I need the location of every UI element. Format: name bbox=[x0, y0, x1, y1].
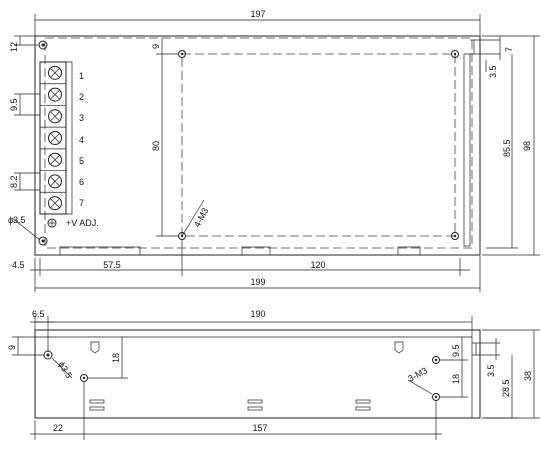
dim-197: 197 bbox=[250, 9, 265, 19]
dim-28-5: 28.5 bbox=[501, 379, 511, 397]
dim-190: 190 bbox=[250, 309, 265, 319]
dim-4-5: 4.5 bbox=[12, 260, 25, 270]
terminal-screw-4-icon bbox=[40, 126, 66, 145]
hole-top-left-icon bbox=[38, 40, 48, 50]
tab-left bbox=[90, 341, 100, 354]
dim-9-top: 9 bbox=[151, 44, 161, 49]
hole-bottom-left-icon bbox=[38, 236, 48, 246]
dim-8-2: 8.2 bbox=[9, 175, 19, 188]
tab-right bbox=[394, 341, 404, 354]
dim-9-5-side: 9.5 bbox=[451, 344, 461, 357]
side-view: 6.5 190 9 ϕ3.5 18 9.5 18 3-M3 3.5 28.5 3… bbox=[7, 309, 540, 440]
dim-157: 157 bbox=[252, 423, 267, 433]
dim-18-left: 18 bbox=[111, 353, 121, 363]
side-rail bbox=[463, 53, 471, 247]
side-slot bbox=[472, 342, 484, 356]
dim-85-5: 85.5 bbox=[502, 139, 512, 157]
bottom-bump-3 bbox=[397, 246, 421, 255]
dim-9-5: 9.5 bbox=[9, 98, 19, 111]
adj-pot-icon bbox=[47, 218, 57, 228]
terminal-label-6: 6 bbox=[79, 177, 84, 187]
dim-199: 199 bbox=[250, 277, 265, 287]
dim-3-5-top: 3.5 bbox=[488, 65, 498, 78]
dim-38: 38 bbox=[523, 371, 533, 381]
side-thread-2-icon bbox=[432, 356, 440, 364]
top-body-outline bbox=[34, 35, 481, 256]
dim-3-m3: 3-M3 bbox=[406, 365, 429, 383]
mount-hole-4-icon bbox=[451, 232, 459, 240]
terminal-label-3: 3 bbox=[79, 113, 84, 123]
terminal-label-4: 4 bbox=[79, 135, 84, 145]
slot-top bbox=[470, 39, 482, 55]
dim-7: 7 bbox=[504, 47, 514, 52]
dim-4-m3: 4-M3 bbox=[192, 206, 210, 229]
bottom-bump-2 bbox=[241, 246, 271, 255]
dim-9-side: 9 bbox=[7, 345, 17, 350]
terminal-screw-7-icon bbox=[40, 191, 66, 211]
dim-6-5: 6.5 bbox=[32, 309, 45, 319]
dim-22: 22 bbox=[53, 423, 63, 433]
terminal-label-7: 7 bbox=[79, 198, 84, 208]
mount-rect bbox=[181, 53, 456, 237]
dim-18-right: 18 bbox=[451, 374, 461, 384]
terminal-screw-1-icon bbox=[48, 65, 62, 80]
dim-hole-dia: ϕ3.5 bbox=[8, 215, 26, 225]
terminal-screw-5-icon bbox=[40, 148, 66, 167]
dim-98: 98 bbox=[522, 141, 532, 151]
top-inner-outline bbox=[44, 37, 473, 249]
terminal-screw-2-icon bbox=[40, 83, 66, 102]
mount-hole-2-icon bbox=[451, 50, 459, 58]
terminal-label-2: 2 bbox=[79, 92, 84, 102]
vents bbox=[89, 399, 371, 411]
dim-80: 80 bbox=[151, 141, 161, 151]
terminal-screw-6-icon bbox=[40, 170, 66, 189]
top-view: 1 2 3 4 5 6 7 +V ADJ. 197 12 9.5 8.2 ϕ3.… bbox=[8, 9, 540, 292]
terminal-screw-3-icon bbox=[40, 105, 66, 124]
dim-57-5: 57.5 bbox=[103, 260, 121, 270]
terminal-block bbox=[39, 61, 73, 228]
side-thread-1-icon bbox=[80, 374, 88, 382]
dim-3-5-side: 3.5 bbox=[486, 364, 496, 377]
side-thread-3-icon bbox=[432, 393, 440, 401]
mount-hole-1-icon bbox=[178, 50, 186, 58]
dim-side-hole-dia: ϕ3.5 bbox=[56, 360, 74, 380]
dim-12: 12 bbox=[9, 42, 19, 52]
adj-label: +V ADJ. bbox=[66, 218, 99, 228]
terminal-label-1: 1 bbox=[79, 71, 84, 81]
side-hole-left-icon bbox=[43, 350, 53, 360]
bottom-bump-1 bbox=[59, 246, 141, 255]
terminal-label-5: 5 bbox=[79, 156, 84, 166]
dim-120: 120 bbox=[310, 260, 325, 270]
side-body-outline bbox=[34, 329, 481, 419]
